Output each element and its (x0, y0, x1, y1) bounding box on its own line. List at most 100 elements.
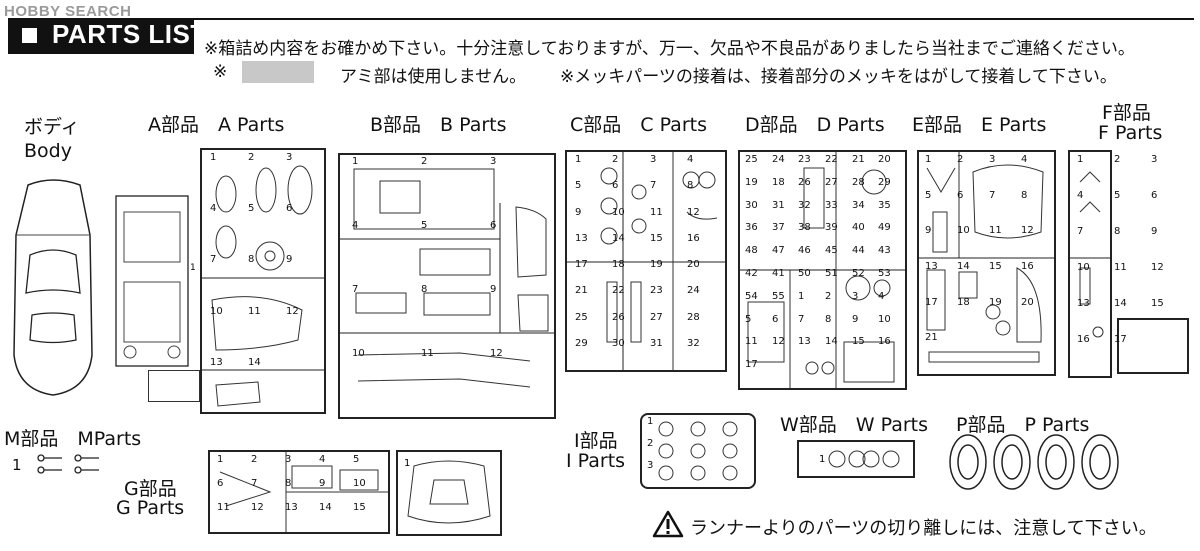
f-part-number: 1 (1077, 154, 1084, 165)
e-part-number: 13 (925, 261, 938, 272)
d-part-number: 24 (772, 154, 785, 165)
d-part-number: 19 (745, 177, 758, 188)
svg-text:1: 1 (404, 458, 410, 469)
c-part-number: 26 (612, 312, 625, 323)
f-part-number: 7 (1077, 226, 1084, 237)
f-part-number: 14 (1114, 298, 1127, 309)
d-part-number: 46 (798, 245, 811, 256)
d-part-number: 28 (852, 177, 865, 188)
f-parts-tree-small (1117, 318, 1189, 374)
caution-text: ランナーよりのパーツの切り離しには、注意して下さい。 (690, 518, 1157, 539)
d-part-number: 39 (825, 222, 838, 233)
d-part-number: 31 (772, 200, 785, 211)
g-parts-tree (208, 450, 390, 534)
header-banner (8, 18, 194, 54)
a-part-number: 10 (210, 306, 223, 317)
d-part-number: 42 (745, 268, 758, 279)
g-parts-label-jp: G部品 (124, 478, 177, 500)
g-parts-label-en: G Parts (116, 497, 185, 519)
d-part-number: 51 (825, 268, 838, 279)
d-part-number: 47 (772, 245, 785, 256)
c-part-number: 13 (575, 233, 588, 244)
d-part-number: 8 (825, 314, 832, 325)
d-part-number: 17 (745, 359, 758, 370)
e-part-number: 5 (925, 190, 932, 201)
a-part-number: 12 (286, 306, 299, 317)
page-title: PARTS LIST (52, 19, 207, 49)
g-part-number: 6 (217, 478, 224, 489)
c-part-number: 29 (575, 338, 588, 349)
d-part-number: 20 (878, 154, 891, 165)
e-part-number: 2 (957, 154, 964, 165)
c-parts-tree (565, 150, 727, 372)
g-part-number: 12 (251, 502, 264, 513)
body-shell-drawing (13, 179, 93, 396)
c-part-number: 8 (687, 180, 694, 191)
d-part-number: 45 (825, 245, 838, 256)
b-parts-tree (338, 153, 556, 419)
notice-line2b: ※メッキパーツの接着は、接着部分のメッキをはがして接着して下さい。 (560, 67, 1117, 87)
svg-text:1: 1 (190, 263, 196, 273)
b-part-number: 1 (352, 156, 359, 167)
c-part-number: 4 (687, 154, 694, 165)
p-tires-drawing (949, 434, 1119, 490)
d-part-number: 49 (878, 222, 891, 233)
warning-icon (652, 510, 684, 538)
d-part-number: 27 (825, 177, 838, 188)
i-parts-label-en: I Parts (566, 450, 626, 472)
g-part-number: 10 (353, 478, 366, 489)
d-part-number: 14 (825, 336, 838, 347)
g-part-number: 9 (319, 478, 326, 489)
b-part-number: 6 (490, 220, 497, 231)
f-part-number: 6 (1151, 190, 1158, 201)
a-parts-label: A部品 A Parts (148, 114, 285, 136)
d-part-number: 7 (798, 314, 805, 325)
m-screws-drawing (37, 454, 99, 474)
g-part-number: 13 (285, 502, 298, 513)
m-parts-label: M部品 MParts (4, 428, 142, 450)
d-part-number: 4 (878, 291, 885, 302)
d-part-number: 36 (745, 222, 758, 233)
d-part-number: 33 (825, 200, 838, 211)
e-part-number: 20 (1021, 297, 1034, 308)
a-chassis-drawing: 1 (115, 195, 196, 367)
i-parts-label-jp: I部品 (574, 430, 618, 452)
d-part-number: 40 (852, 222, 865, 233)
c-part-number: 1 (575, 154, 582, 165)
c-part-number: 17 (575, 259, 588, 270)
notice-line2a: アミ部は使用しません。 (340, 67, 527, 87)
d-part-number: 55 (772, 291, 785, 302)
d-part-number: 2 (825, 291, 832, 302)
c-part-number: 27 (650, 312, 663, 323)
d-part-number: 26 (798, 177, 811, 188)
b-part-number: 7 (352, 284, 359, 295)
i-part-number: 2 (647, 438, 654, 449)
e-part-number: 1 (925, 154, 932, 165)
d-part-number: 3 (852, 291, 859, 302)
e-part-number: 16 (1021, 261, 1034, 272)
d-parts-label: D部品 D Parts (745, 114, 885, 136)
c-part-number: 3 (650, 154, 657, 165)
g-part-number: 5 (353, 454, 360, 465)
c-part-number: 20 (687, 259, 700, 270)
d-part-number: 29 (878, 177, 891, 188)
f-part-number: 10 (1077, 262, 1090, 273)
notice-line1: ※箱詰め内容をお確かめ下さい。十分注意しておりますが、万一、欠品や不良品がありま… (204, 39, 1135, 59)
c-part-number: 9 (575, 207, 582, 218)
f-part-number: 16 (1077, 334, 1090, 345)
d-part-number: 34 (852, 200, 865, 211)
w-parts-label: W部品 W Parts (780, 414, 929, 436)
d-part-number: 37 (772, 222, 785, 233)
b-part-number: 12 (490, 348, 503, 359)
d-part-number: 52 (852, 268, 865, 279)
c-part-number: 18 (612, 259, 625, 270)
a-part-number: 9 (286, 254, 293, 265)
d-part-number: 16 (878, 336, 891, 347)
e-part-number: 6 (957, 190, 964, 201)
g-roof-tree: 1 (396, 450, 502, 536)
d-part-number: 43 (878, 245, 891, 256)
